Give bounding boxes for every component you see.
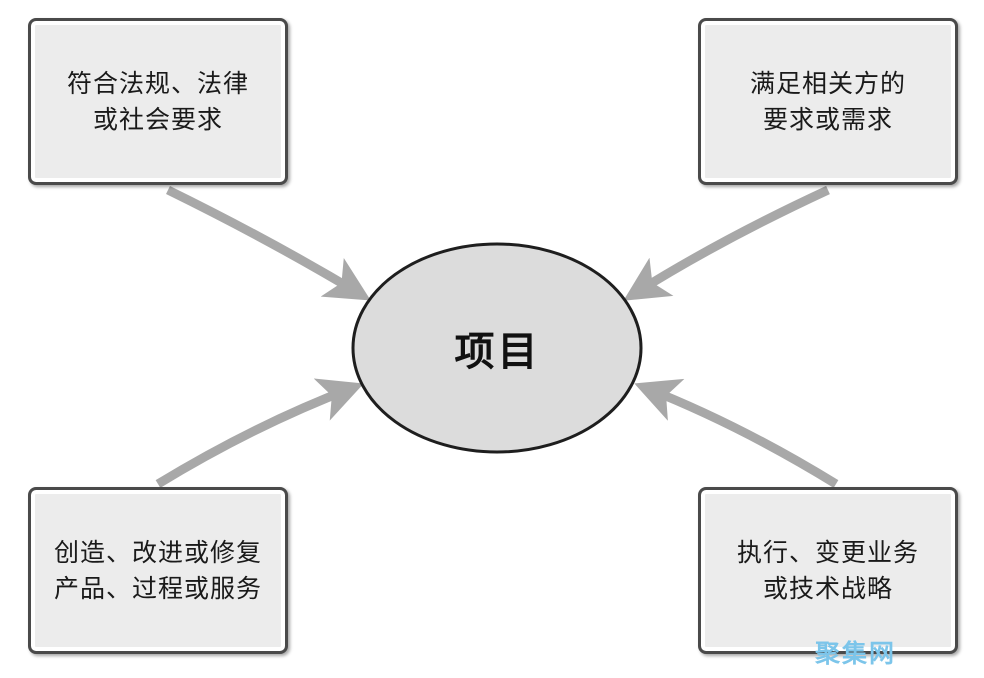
arrow-top-left <box>166 185 371 301</box>
box-regulatory-line-1: 符合法规、法律 <box>66 68 249 98</box>
box-strategy-line-2: 或技术战略 <box>762 573 893 603</box>
box-stakeholder-line-2: 要求或需求 <box>762 104 893 134</box>
watermark-logo: 聚集网 <box>814 639 896 668</box>
box-strategy-line-1: 执行、变更业务 <box>736 537 919 567</box>
box-strategy-change: 执行、变更业务 或技术战略 <box>698 487 958 654</box>
arrow-bottom-right <box>634 378 839 488</box>
box-regulatory-requirement: 符合法规、法律 或社会要求 <box>28 18 288 185</box>
box-stakeholder-line-1: 满足相关方的 <box>749 68 906 98</box>
arrow-bottom-left <box>155 378 364 488</box>
box-create-line-2: 产品、过程或服务 <box>53 573 262 603</box>
center-ellipse <box>351 242 643 454</box>
box-create-line-1: 创造、改进或修复 <box>53 537 262 567</box>
box-regulatory-line-2: 或社会要求 <box>92 104 223 134</box>
center-label: 项目 <box>454 329 541 375</box>
box-create-improve: 创造、改进或修复 产品、过程或服务 <box>28 487 288 654</box>
arrow-top-right <box>623 185 830 301</box>
box-stakeholder-needs: 满足相关方的 要求或需求 <box>698 18 958 185</box>
